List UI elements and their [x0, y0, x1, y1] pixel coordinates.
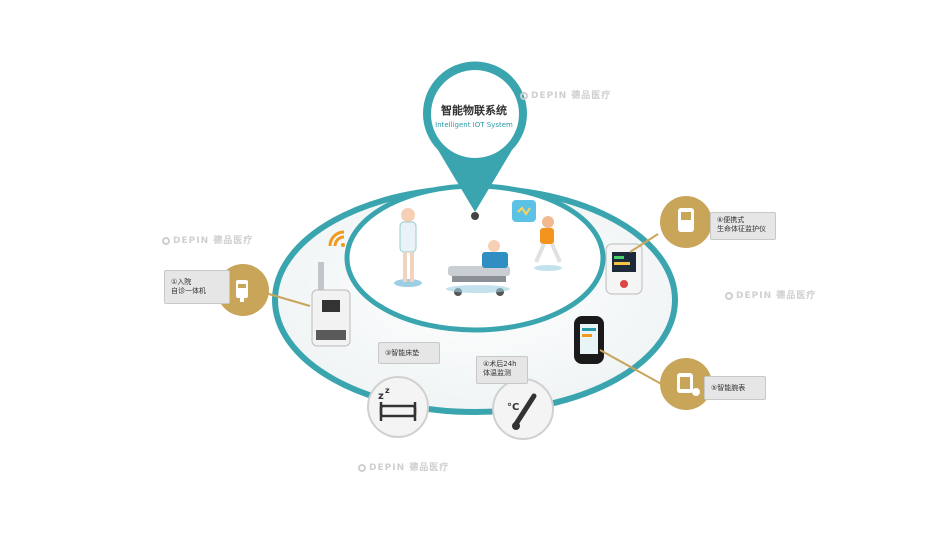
label-smart-bed: ③智能床垫 [378, 342, 440, 364]
patient-bed [446, 240, 510, 296]
watermark: DEPIN 德品医疗 [725, 288, 816, 301]
watermark: DEPIN 德品医疗 [358, 460, 449, 473]
smart-watch-device [574, 316, 604, 364]
label-temperature: ④术后24h 体温监测 [476, 356, 528, 384]
system-subtitle: Intelligent IOT System [435, 121, 513, 129]
label-vital-monitor: ⑥便携式 生命体征监护仪 [710, 212, 776, 240]
thermometer-badge: °C [492, 378, 554, 440]
watch-badge [660, 358, 712, 410]
runner-figure [512, 200, 562, 271]
svg-text:z: z [378, 391, 384, 402]
admission-badge [217, 264, 269, 316]
watermark: DEPIN 德品医疗 [162, 233, 253, 246]
nurse-figure [394, 208, 422, 287]
callout-lines [261, 233, 666, 387]
kiosk-device [311, 262, 351, 347]
smart-bed-badge: z z [367, 376, 429, 438]
system-title: 智能物联系统 [441, 104, 507, 117]
pin-marker [423, 61, 528, 220]
vital-monitor-device [605, 243, 643, 295]
wifi-icon [328, 230, 345, 247]
label-smart-watch: ⑤智能腕表 [704, 376, 766, 400]
watermark: DEPIN 德品医疗 [520, 88, 611, 101]
svg-text:z: z [385, 386, 390, 395]
label-admission: ①入院 自诊一体机 [164, 270, 230, 304]
monitor-badge [660, 196, 712, 248]
svg-text:°C: °C [507, 402, 519, 413]
